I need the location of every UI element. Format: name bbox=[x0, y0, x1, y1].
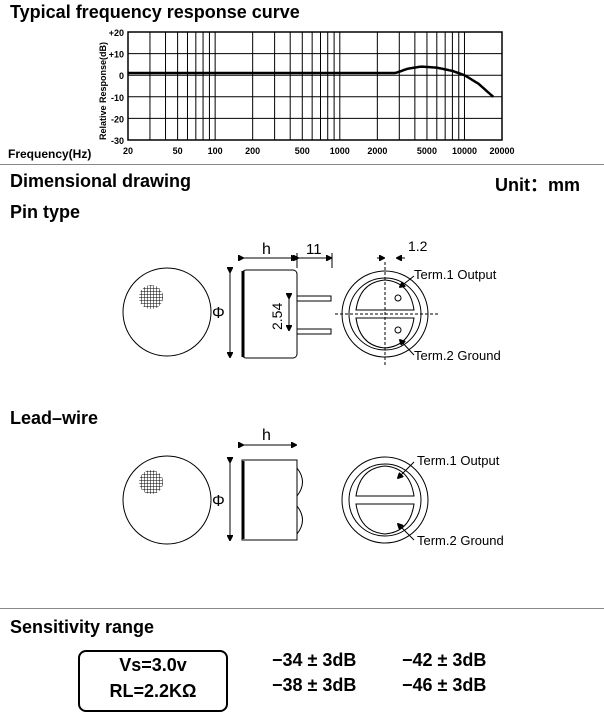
pin-type-title: Pin type bbox=[10, 202, 81, 222]
divider bbox=[0, 608, 604, 609]
sensitivity-value: −42 ± 3dB bbox=[402, 650, 487, 670]
x-tick-label: 200 bbox=[245, 146, 260, 156]
y-tick-label: -10 bbox=[111, 93, 124, 103]
load-resistance: RL=2.2KΩ bbox=[109, 681, 197, 701]
y-tick-label: -30 bbox=[111, 136, 124, 146]
x-tick-label: 2000 bbox=[367, 146, 387, 156]
y-tick-label: +10 bbox=[109, 50, 124, 60]
dim-2-54: 2.54 bbox=[269, 303, 285, 330]
x-tick-label: 10000 bbox=[452, 146, 477, 156]
y-tick-label: -20 bbox=[111, 114, 124, 124]
x-tick-label: 20 bbox=[123, 146, 133, 156]
y-tick-label: 0 bbox=[119, 71, 124, 81]
x-tick-label: 100 bbox=[208, 146, 223, 156]
divider bbox=[0, 164, 604, 165]
term2-label-lead: Term.2 Ground bbox=[417, 533, 504, 548]
pin-type-side-view bbox=[230, 253, 333, 359]
lead-wire-bottom-view bbox=[341, 456, 429, 544]
sensitivity-value: −46 ± 3dB bbox=[402, 675, 487, 695]
x-tick-label: 50 bbox=[173, 146, 183, 156]
y-axis-label: Relative Response(dB) bbox=[98, 42, 108, 140]
pin-type-bottom-view bbox=[335, 258, 440, 366]
dim-11: 11 bbox=[306, 241, 322, 258]
dim-h-lead: h bbox=[262, 427, 271, 444]
sensitivity-value: −38 ± 3dB bbox=[272, 675, 357, 695]
response-curve bbox=[128, 65, 495, 98]
dim-h: h bbox=[262, 241, 271, 258]
lead-wire-title: Lead–wire bbox=[10, 408, 99, 428]
term1-label-lead: Term.1 Output bbox=[417, 453, 500, 468]
x-tick-label: 20000 bbox=[489, 146, 514, 156]
dimensional-drawing: h 11 1.2 2.54 Φ Term.1 Output Term.2 Gro… bbox=[122, 238, 504, 548]
dim-1-2: 1.2 bbox=[408, 238, 428, 254]
sensitivity-value: −34 ± 3dB bbox=[272, 650, 357, 670]
term1-label: Term.1 Output bbox=[414, 267, 497, 282]
x-tick-label: 1000 bbox=[330, 146, 350, 156]
y-tick-label: +20 bbox=[109, 28, 124, 38]
lead-wire-front-view bbox=[122, 455, 212, 545]
section-title: Dimensional drawing bbox=[10, 171, 192, 191]
x-tick-label: 5000 bbox=[417, 146, 437, 156]
plot-frame bbox=[127, 31, 503, 141]
unit-label: Unit：mm bbox=[495, 175, 580, 195]
term2-label: Term.2 Ground bbox=[414, 348, 501, 363]
sensitivity-title: Sensitivity range bbox=[10, 617, 155, 637]
x-axis-label: Frequency(Hz) bbox=[8, 147, 91, 161]
pin-type-front-view bbox=[122, 267, 212, 357]
lead-wire-side-view bbox=[230, 445, 303, 540]
x-tick-label: 500 bbox=[295, 146, 310, 156]
supply-voltage: Vs=3.0v bbox=[119, 655, 187, 675]
conditions-box: Vs=3.0v RL=2.2KΩ bbox=[78, 650, 228, 712]
chart-title: Typical frequency response curve bbox=[10, 2, 300, 22]
dim-phi: Φ bbox=[212, 305, 225, 322]
dim-phi-lead: Φ bbox=[212, 493, 225, 510]
